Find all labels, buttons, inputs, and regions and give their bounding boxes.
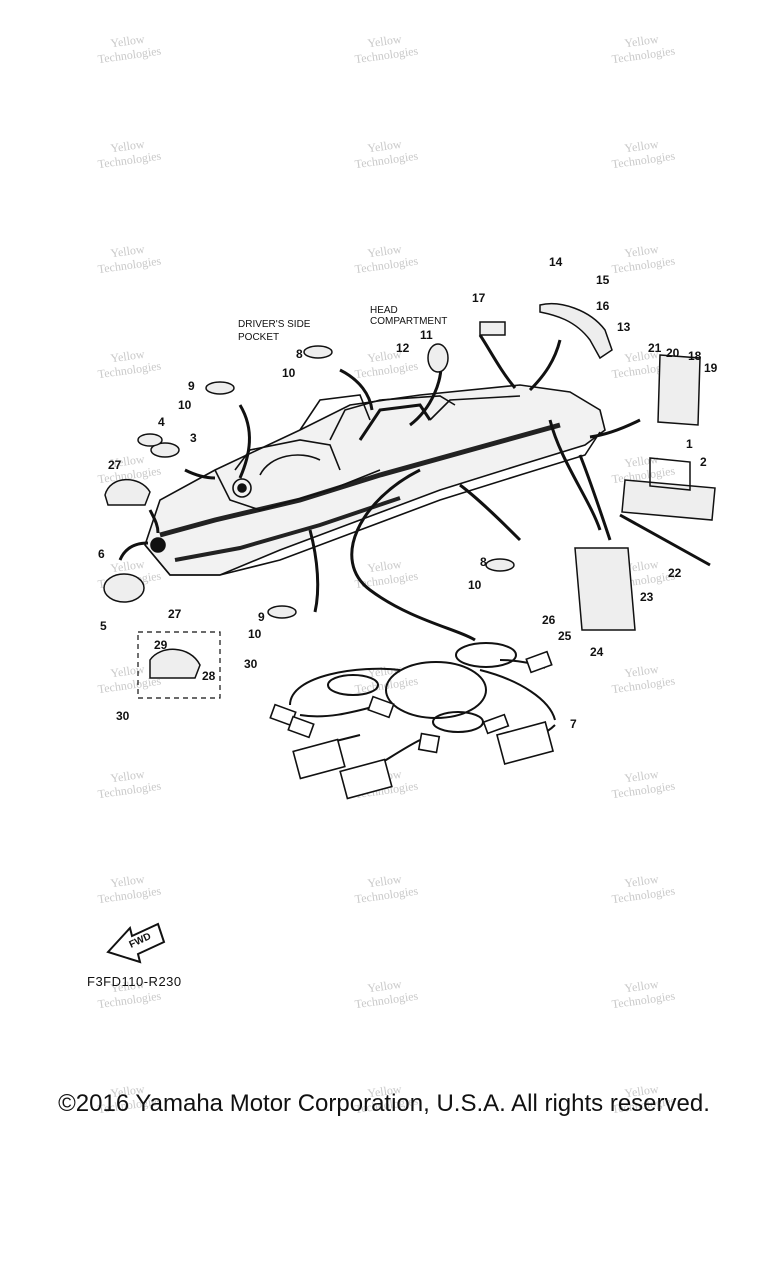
callout-6: 6 [98, 547, 105, 561]
callout-23: 23 [640, 590, 654, 604]
callout-18: 18 [688, 349, 702, 363]
watermark: YellowTechnologies [95, 30, 162, 67]
callout-2: 2 [700, 455, 707, 469]
watermark: YellowTechnologies [352, 870, 419, 907]
callout-8: 8 [480, 555, 487, 569]
callout-25: 25 [558, 629, 572, 643]
callout-30: 30 [244, 657, 258, 671]
watermark: YellowTechnologies [609, 660, 676, 697]
callout-30: 30 [116, 709, 130, 723]
callout-10: 10 [468, 578, 482, 592]
callout-1: 1 [686, 437, 693, 451]
callout-20: 20 [666, 346, 680, 360]
callout-5: 5 [100, 619, 107, 633]
watermark: YellowTechnologies [352, 975, 419, 1012]
callout-27: 27 [108, 458, 122, 472]
callout-3: 3 [190, 431, 197, 445]
watermark: YellowTechnologies [352, 240, 419, 277]
callout-27: 27 [168, 607, 182, 621]
boat-hull [144, 384, 606, 576]
caption-drivers-pocket-1: DRIVER'S SIDE [238, 319, 311, 330]
fwd-arrow: FWD [106, 922, 166, 964]
callout-7: 7 [570, 717, 577, 731]
callout-16: 16 [596, 299, 610, 313]
watermark: YellowTechnologies [95, 135, 162, 172]
watermark: YellowTechnologies [609, 450, 676, 487]
caption-drivers-pocket-2: POCKET [238, 332, 279, 343]
callout-8: 8 [296, 347, 303, 361]
callout-14: 14 [549, 255, 563, 269]
callout-29: 29 [154, 638, 168, 652]
watermark: YellowTechnologies [609, 240, 676, 277]
callout-17: 17 [472, 291, 486, 305]
watermark: YellowTechnologies [609, 975, 676, 1012]
watermark: YellowTechnologies [609, 135, 676, 172]
small-parts [103, 303, 716, 631]
callout-21: 21 [648, 341, 662, 355]
callout-12: 12 [396, 341, 410, 355]
callout-26: 26 [542, 613, 556, 627]
caption-head-comp-2: COMPARTMENT [370, 316, 447, 327]
callout-24: 24 [590, 645, 604, 659]
callout-4: 4 [158, 415, 165, 429]
watermark: YellowTechnologies [95, 345, 162, 382]
watermark: YellowTechnologies [352, 30, 419, 67]
callout-10: 10 [178, 398, 192, 412]
diagram-code: F3FD110-R230 [87, 974, 182, 989]
callout-13: 13 [617, 320, 631, 334]
callout-15: 15 [596, 273, 610, 287]
callout-9: 9 [258, 610, 265, 624]
watermark: YellowTechnologies [352, 555, 419, 592]
watermark: YellowTechnologies [609, 30, 676, 67]
callout-19: 19 [704, 361, 718, 375]
part-27-detail-box [137, 631, 221, 699]
watermark: YellowTechnologies [352, 135, 419, 172]
watermark: YellowTechnologies [609, 870, 676, 907]
watermark: YellowTechnologies [609, 765, 676, 802]
watermark: YellowTechnologies [95, 765, 162, 802]
watermark: YellowTechnologies [95, 240, 162, 277]
callout-22: 22 [668, 566, 682, 580]
copyright-notice: ©2016 Yamaha Motor Corporation, U.S.A. A… [58, 1090, 710, 1117]
harness-connectors [269, 650, 555, 800]
callout-11: 11 [420, 328, 433, 342]
watermark: YellowTechnologies [95, 870, 162, 907]
callout-labels: 1234567889910101010111213141516171819202… [98, 255, 718, 731]
harness-route [350, 419, 602, 642]
callout-10: 10 [248, 627, 262, 641]
callout-28: 28 [202, 669, 216, 683]
captions: DRIVER'S SIDE POCKET HEAD COMPARTMENT [238, 305, 447, 343]
callout-10: 10 [282, 366, 296, 380]
caption-head-comp-1: HEAD [370, 305, 398, 316]
callout-9: 9 [188, 379, 195, 393]
